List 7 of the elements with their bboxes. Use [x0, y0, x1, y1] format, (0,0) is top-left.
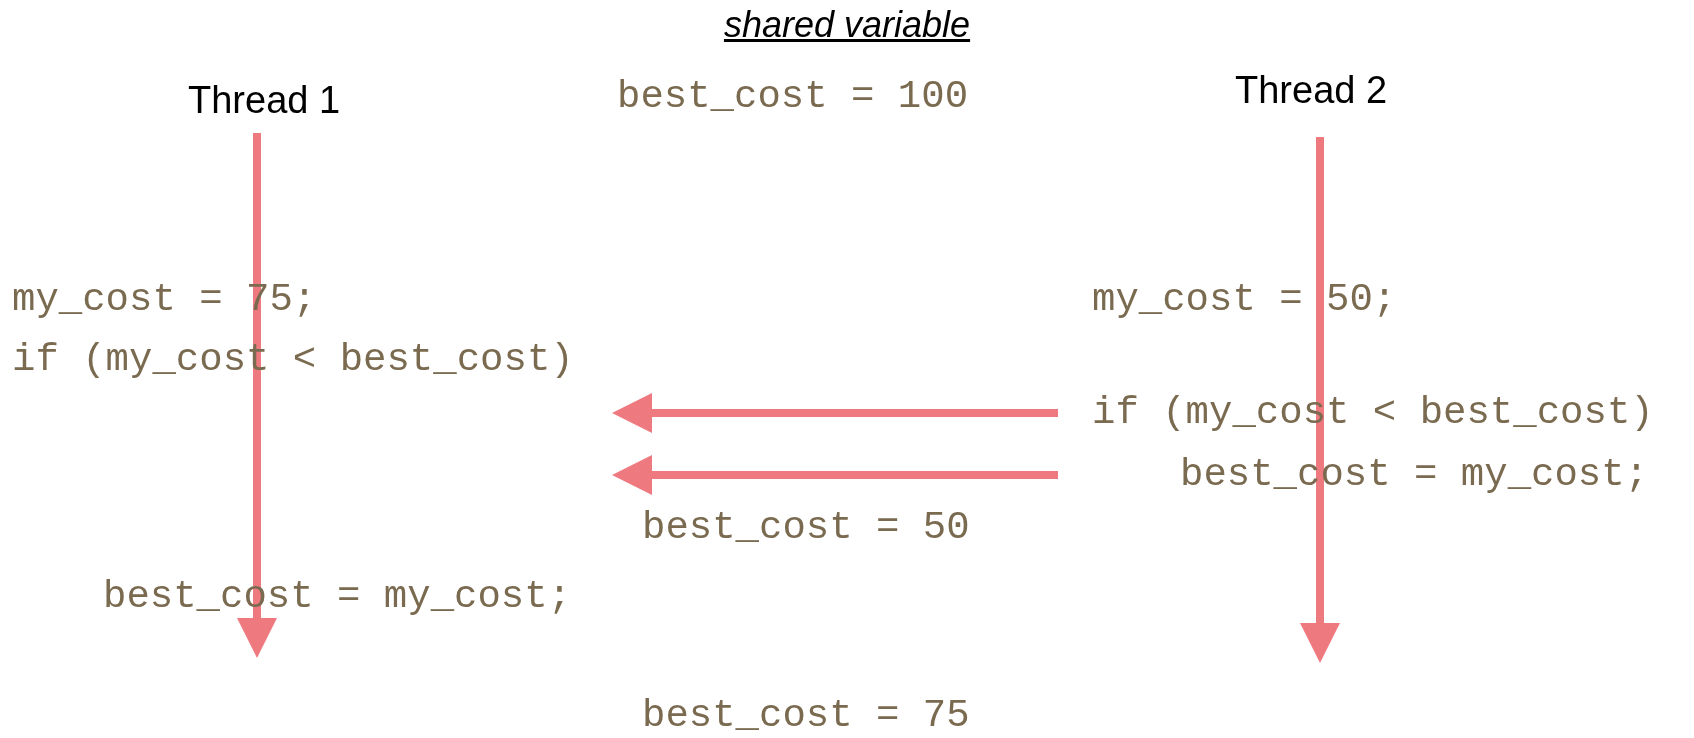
thread-label: Thread 2	[1235, 68, 1388, 112]
thread-label: Thread 1	[188, 78, 341, 122]
code-line: best_cost = 50	[642, 506, 970, 550]
code-line: best_cost = 75	[642, 694, 970, 738]
diagram-title: shared variable	[722, 4, 972, 46]
code-line: best_cost = 100	[617, 75, 969, 119]
code-line: my_cost = 50;	[1092, 278, 1397, 322]
